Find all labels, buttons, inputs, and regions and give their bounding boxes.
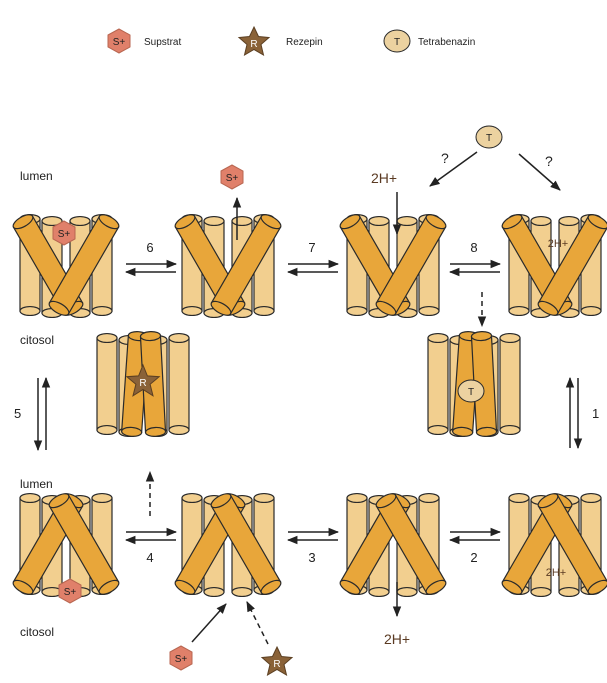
tetrabenazine-arrow-right (519, 154, 560, 190)
legend-symbol-reserpine: R (250, 39, 257, 50)
legend-symbol-tetrabenazine: T (394, 37, 400, 48)
substrate-bound-label: S+ (58, 229, 71, 240)
svg-text:T: T (486, 133, 492, 144)
substrate-entry-icon: S+ (170, 646, 192, 670)
proton-bound-label: 2H+ (548, 238, 569, 250)
equilibrium-arrow-6 (126, 264, 176, 272)
proton-label-bottom: 2H+ (384, 631, 410, 647)
substrate-bound-label: S+ (64, 587, 77, 598)
cytosol-label-bottom: citosol (20, 625, 54, 639)
tetrabenazine-icon: T (476, 126, 502, 148)
transporter-state-lumen-substrate: S+ (11, 212, 121, 318)
legend: S+ Supstrat R Rezepin T Tetrabenazin (108, 27, 475, 55)
substrate-entry-arrow (192, 604, 226, 642)
question-mark-left: ? (441, 150, 449, 166)
step-number-4: 4 (146, 550, 153, 565)
step-number-8: 8 (470, 240, 477, 255)
lumen-label-bottom: lumen (20, 477, 53, 491)
svg-text:S+: S+ (226, 173, 239, 184)
step-number-7: 7 (308, 240, 315, 255)
svg-text:R: R (273, 659, 280, 670)
svg-text:S+: S+ (175, 654, 188, 665)
equilibrium-arrow-2 (450, 532, 500, 540)
substrate-hexagon-icon: S+ (108, 29, 130, 53)
step-number-5: 5 (14, 406, 21, 421)
transporter-state-cytosol-proton: 2H+ (500, 491, 607, 597)
legend-label-tetrabenazine: Tetrabenazin (418, 37, 475, 48)
equilibrium-arrow-5 (38, 378, 46, 450)
equilibrium-arrow-7 (288, 264, 338, 272)
tetrabenazine-bound-label: T (468, 387, 474, 398)
step-number-1: 1 (592, 406, 599, 421)
reserpine-entry-arrow (247, 602, 268, 644)
legend-label-reserpine: Rezepin (286, 37, 323, 48)
reserpine-entry-icon: R (262, 647, 292, 675)
transporter-state-tetrabenazine-bound: T (428, 331, 520, 437)
transporter-state-lumen-proton: 2H+ (500, 212, 607, 318)
equilibrium-arrow-8 (450, 264, 500, 272)
legend-symbol-substrate: S+ (113, 37, 126, 48)
lumen-label-top: lumen (20, 169, 53, 183)
reserpine-bound-label: R (139, 378, 146, 389)
legend-label-substrate: Supstrat (144, 37, 181, 48)
transporter-state-lumen-empty-a (173, 212, 283, 318)
equilibrium-arrow-3 (288, 532, 338, 540)
proton-bound-label: 2H+ (546, 567, 567, 579)
step-number-6: 6 (146, 240, 153, 255)
equilibrium-arrow-4 (126, 532, 176, 540)
transporter-state-cytosol-substrate: S+ (11, 491, 121, 603)
tetrabenazine-oval-icon: T (384, 30, 410, 52)
transporter-states: S+ 2H+ R T S+ 2H+ (11, 212, 607, 603)
proton-label-top: 2H+ (371, 170, 397, 186)
transporter-state-cytosol-empty-a (173, 491, 283, 597)
question-mark-right: ? (545, 153, 553, 169)
substrate-released-icon: S+ (221, 165, 243, 189)
step-number-3: 3 (308, 550, 315, 565)
reserpine-star-icon: R (239, 27, 269, 55)
cytosol-label-top: citosol (20, 333, 54, 347)
transporter-state-lumen-empty-b (338, 212, 448, 318)
transporter-state-cytosol-empty-b (338, 491, 448, 597)
transporter-state-reserpine-bound: R (97, 331, 189, 437)
tetrabenazine-arrow-left (430, 152, 477, 186)
equilibrium-arrow-1 (570, 378, 578, 448)
step-number-2: 2 (470, 550, 477, 565)
